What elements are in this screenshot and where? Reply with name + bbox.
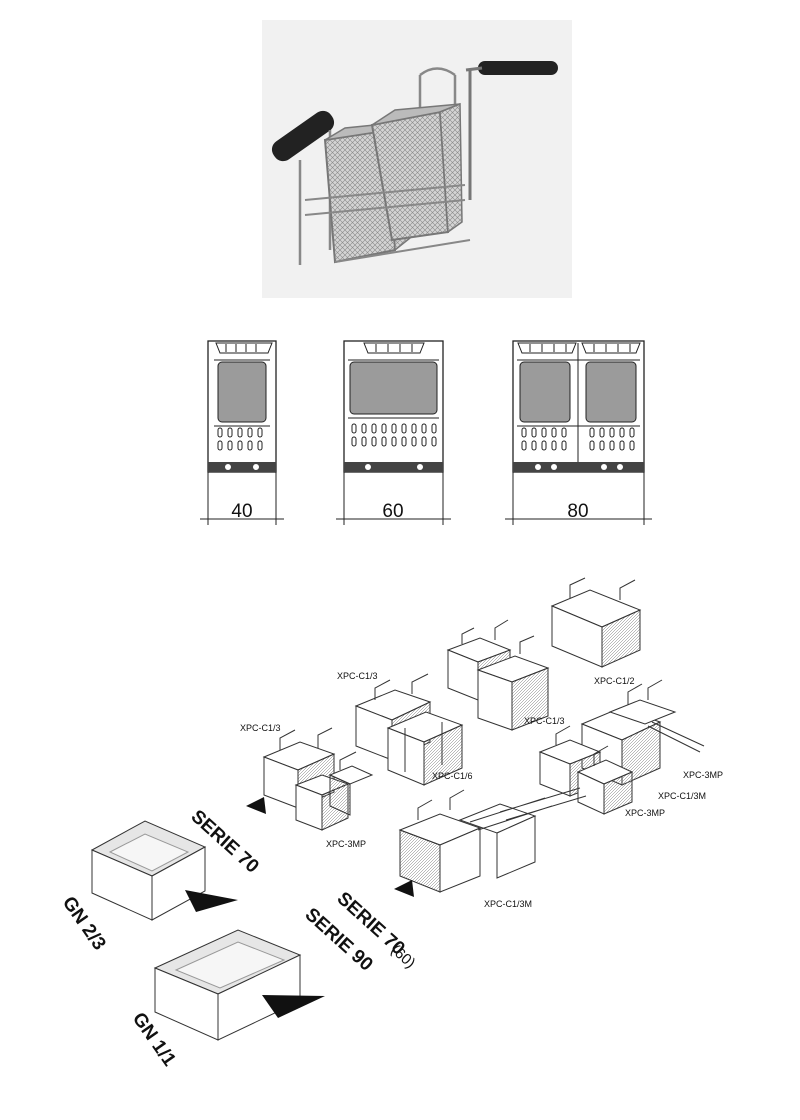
unit-front-80: [505, 340, 652, 525]
label-xpc-c1-3-c: XPC-C1/3: [524, 716, 565, 726]
unit-front-40: [200, 340, 284, 525]
label-xpc-c1-6: XPC-C1/6: [432, 771, 473, 781]
gn-2-3-container: [90, 820, 238, 921]
gn-1-1-container: [153, 929, 325, 1041]
width-label-60: 60: [382, 501, 403, 522]
width-label-40: 40: [231, 501, 252, 522]
label-xpc-c1-3-b: XPC-C1/3: [240, 723, 281, 733]
label-xpc-3mp-c: XPC-3MP: [625, 808, 665, 818]
label-xpc-3mp-a: XPC-3MP: [326, 839, 366, 849]
arrow-gn11-icon: [262, 995, 325, 1018]
label-xpc-c1-2: XPC-C1/2: [594, 676, 635, 686]
label-xpc-c1-3m-a: XPC-C1/3M: [658, 791, 706, 801]
label-xpc-c1-3m-b: XPC-C1/3M: [484, 899, 532, 909]
unit-front-60: [336, 340, 451, 525]
label-gn-2-3: GN 2/3: [58, 893, 110, 954]
right-handle-grip: [478, 61, 558, 75]
basket-photo: [262, 20, 572, 298]
label-xpc-c1-3-a: XPC-C1/3: [337, 671, 378, 681]
arrow-serie90-icon: [394, 880, 414, 897]
arrow-serie70-icon: [246, 797, 266, 814]
arrow-gn23-icon: [185, 890, 238, 912]
left-handle-grip: [271, 110, 335, 162]
label-xpc-3mp-b: XPC-3MP: [683, 770, 723, 780]
width-label-80: 80: [567, 501, 588, 522]
basket-drawings: [262, 577, 705, 893]
